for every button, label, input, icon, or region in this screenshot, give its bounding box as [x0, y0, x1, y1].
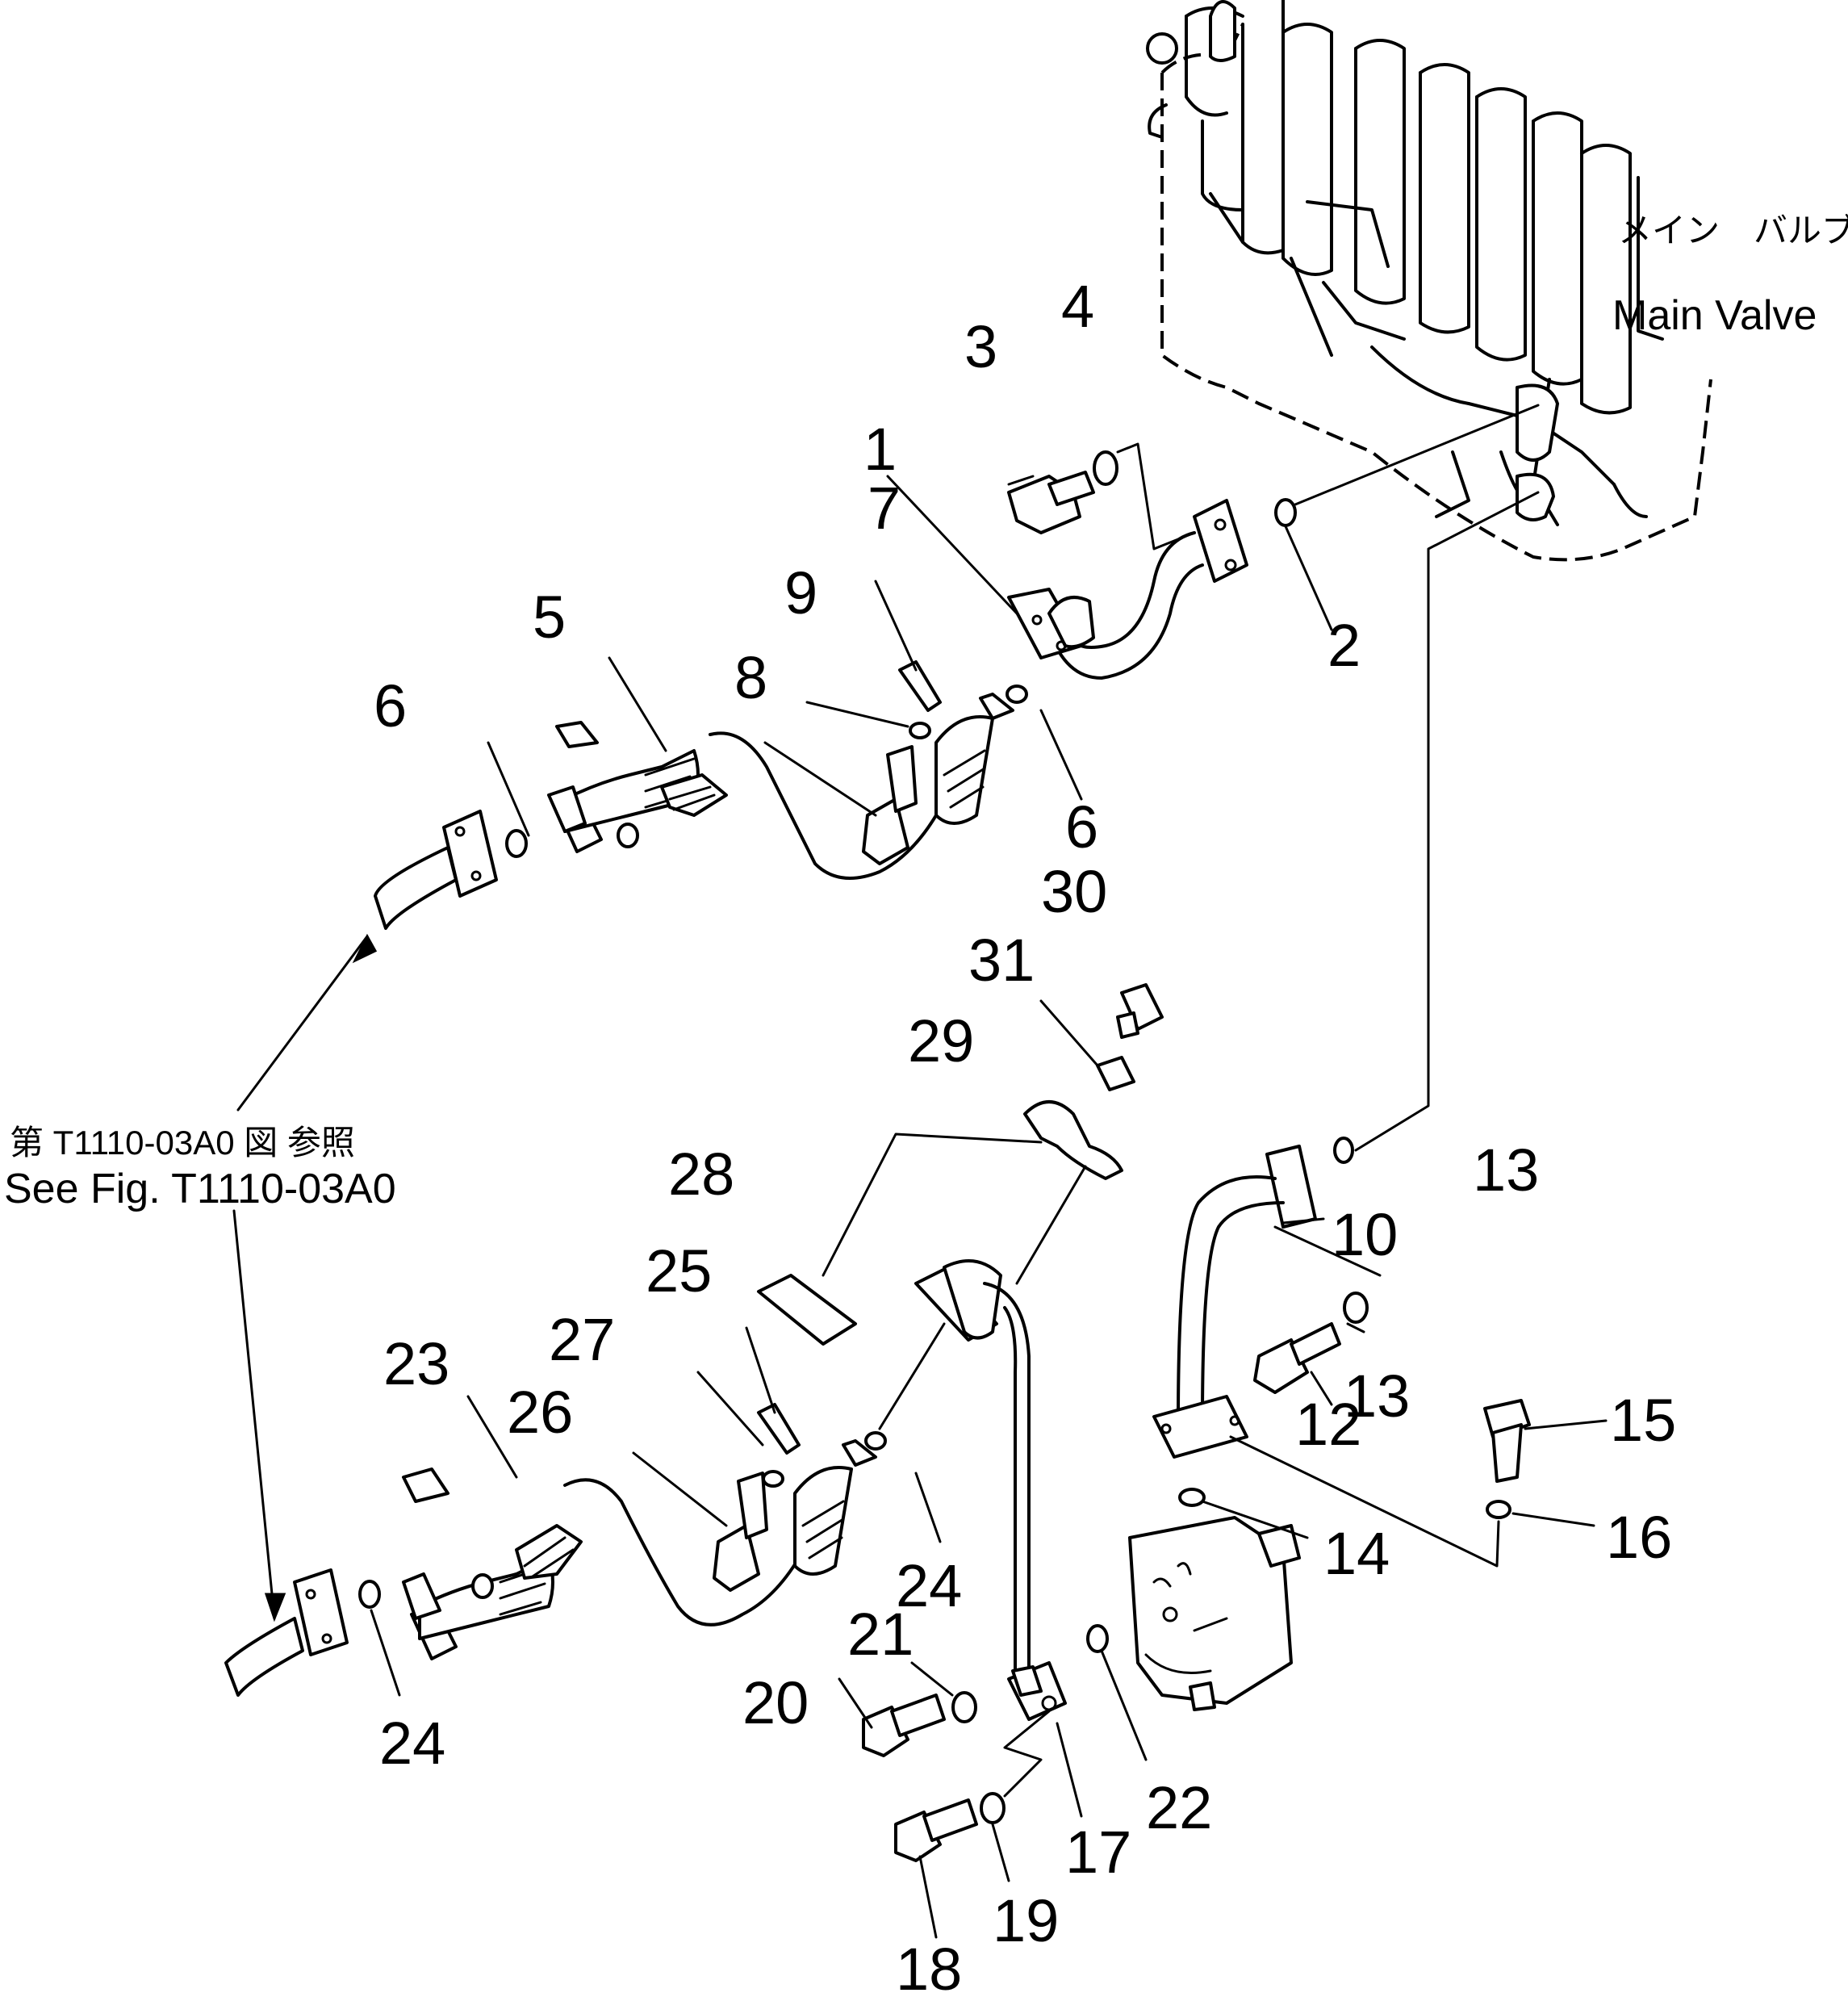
leader-washer-19	[1003, 1710, 1051, 1798]
washer-16	[1486, 1500, 1511, 1519]
callout-29: 29	[908, 1007, 974, 1074]
tube-1	[1007, 499, 1248, 680]
callout-10: 10	[1332, 1201, 1398, 1268]
callout-12: 12	[1295, 1391, 1361, 1458]
o-ring-22	[1086, 1624, 1109, 1653]
o-ring-24-right	[864, 1431, 887, 1451]
callout-6-left: 6	[374, 672, 407, 739]
washer-21	[951, 1691, 977, 1723]
leader-washer-16	[1229, 1435, 1500, 1568]
o-ring-6-right	[1006, 685, 1028, 704]
callout-6-right: 6	[1065, 793, 1098, 860]
callout-1: 1	[863, 416, 897, 483]
o-ring-13-upper	[1333, 1137, 1354, 1164]
callout-23: 23	[383, 1330, 449, 1397]
bolt-26	[713, 1472, 768, 1592]
callout-25: 25	[646, 1237, 712, 1304]
valve-block	[1128, 1516, 1301, 1711]
hose-5	[547, 721, 938, 880]
leader-washer-13	[1273, 1225, 1382, 1277]
bolt-18	[894, 1798, 978, 1862]
clamp-7	[898, 660, 942, 712]
tube-10	[1152, 1145, 1317, 1459]
washer-31	[1096, 1056, 1135, 1091]
callout-19: 19	[993, 1887, 1059, 1954]
o-ring-24-left	[358, 1580, 381, 1609]
washer-4	[1093, 450, 1118, 486]
fitting-upper	[934, 693, 1014, 825]
leader-clamp-29	[822, 1132, 1043, 1277]
callout-13-lower: 13	[1344, 1363, 1410, 1430]
leader-o-ring-2	[1294, 404, 1540, 506]
washer-13-lower	[1343, 1292, 1369, 1324]
fitting-lower	[793, 1439, 877, 1576]
callout-2: 2	[1327, 612, 1361, 679]
callout-28: 28	[668, 1141, 734, 1208]
o-ring-14	[1178, 1488, 1206, 1507]
callout-13-upper: 13	[1473, 1137, 1539, 1204]
bolt-20	[862, 1693, 946, 1757]
callout-24-left: 24	[379, 1710, 445, 1777]
callout-7: 7	[868, 475, 901, 542]
callout-26: 26	[507, 1379, 573, 1446]
bolt-12	[1253, 1322, 1341, 1394]
callout-15: 15	[1610, 1387, 1676, 1454]
callout-4: 4	[1061, 273, 1094, 340]
callout-17: 17	[1065, 1819, 1131, 1886]
hose-23	[402, 1467, 801, 1660]
plate-28	[757, 1274, 857, 1346]
leader-washer-4	[1116, 442, 1196, 551]
callout-14: 14	[1323, 1520, 1390, 1587]
bolt-3	[1007, 471, 1095, 534]
callout-5: 5	[533, 584, 566, 651]
callout-8: 8	[734, 644, 767, 711]
clamp-29	[1023, 1100, 1123, 1180]
callout-24-right: 24	[896, 1552, 962, 1619]
callout-31: 31	[968, 927, 1035, 994]
callout-16: 16	[1606, 1504, 1672, 1571]
leader-o-ring-13-route	[1354, 491, 1540, 1152]
o-ring-6-left	[505, 829, 528, 858]
tube-17	[914, 1259, 1067, 1721]
callouts: 1 2 3 4 5 6 6 7 8 9 10 12 13 13 14 15 16…	[374, 273, 1676, 1997]
callout-9: 9	[784, 559, 817, 626]
callout-30: 30	[1041, 858, 1107, 925]
main-valve	[1146, 0, 1712, 562]
callout-18: 18	[896, 1936, 962, 1993]
leader-callout-2	[1284, 525, 1333, 631]
washer-9	[909, 722, 931, 739]
main-valve-label-jp: メイン バルブ	[1618, 211, 1848, 249]
clamp-25	[757, 1403, 801, 1455]
reference-label-en: See Fig. T1110-03A0	[4, 1166, 396, 1212]
bolt-15	[1483, 1399, 1531, 1483]
callout-3: 3	[964, 313, 997, 380]
leader-bolt-3	[1007, 475, 1035, 486]
reference-arrows	[232, 933, 378, 1622]
lower-flange-ref	[224, 1568, 349, 1697]
callout-20: 20	[742, 1669, 809, 1736]
callout-27: 27	[549, 1306, 615, 1373]
bolt-30-shank	[1116, 1011, 1139, 1039]
o-ring-2	[1274, 498, 1297, 527]
bolt-8	[862, 745, 918, 865]
callout-22: 22	[1146, 1774, 1212, 1841]
callout-21: 21	[847, 1601, 914, 1668]
upper-flange-ref	[374, 810, 498, 930]
leader-o-ring-24	[878, 1322, 946, 1430]
leader-clamp-29-b	[1015, 1165, 1087, 1285]
main-valve-label-en: Main Valve	[1612, 292, 1817, 339]
leader-lines	[370, 475, 1608, 1939]
washer-27	[762, 1470, 784, 1488]
reference-label-jp: 第 T1110-03A0 図 参照	[10, 1124, 355, 1162]
washer-19	[980, 1792, 1006, 1824]
